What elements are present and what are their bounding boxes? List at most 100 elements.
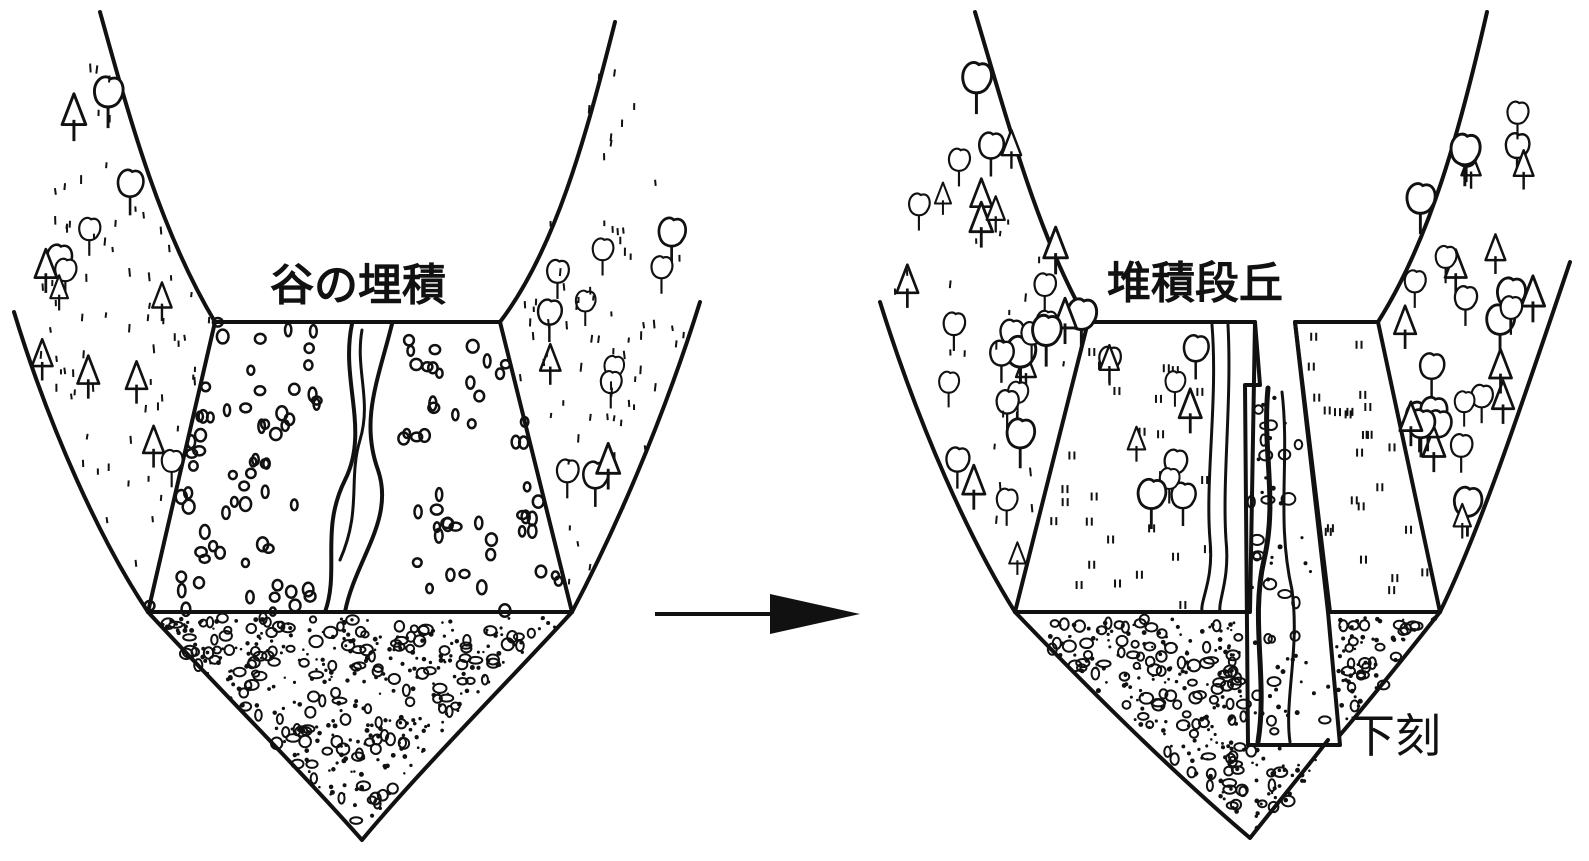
- sand-dot: [330, 790, 335, 795]
- grass-mark: [599, 74, 600, 79]
- pebble-icon: [255, 386, 265, 395]
- grass-mark: [547, 351, 548, 357]
- sand-dot: [1229, 787, 1233, 791]
- sand-dot: [1350, 689, 1355, 694]
- sand-dot: [330, 676, 332, 678]
- tree-icon: [62, 94, 86, 141]
- sand-dot: [1238, 689, 1242, 693]
- sand-dot: [441, 721, 444, 724]
- sand-dot: [1363, 616, 1367, 620]
- sand-dot: [1391, 635, 1396, 640]
- sand-dot: [228, 670, 231, 673]
- grass-mark: [64, 183, 65, 190]
- sand-dot: [1193, 739, 1197, 743]
- sand-dot: [206, 651, 210, 655]
- pebble-icon: [389, 674, 400, 684]
- tree-icon: [1033, 315, 1062, 366]
- sand-dot: [1208, 626, 1211, 629]
- sand-dot: [1255, 748, 1260, 753]
- sand-dot: [1068, 635, 1071, 638]
- sand-dot: [198, 621, 202, 625]
- pebble-icon: [528, 629, 535, 638]
- pebble-icon: [1134, 663, 1140, 669]
- sand-dot: [1130, 696, 1133, 699]
- sand-dot: [189, 628, 194, 633]
- sand-dot: [429, 661, 432, 664]
- sand-dot: [1239, 695, 1242, 698]
- grass-mark: [672, 326, 673, 331]
- pebble-icon: [404, 335, 414, 345]
- grass-mark: [1137, 571, 1142, 579]
- sand-dot: [322, 631, 324, 633]
- sand-dot: [343, 783, 347, 787]
- sand-dot: [1255, 826, 1260, 831]
- grass-mark: [1180, 601, 1185, 609]
- pebble-icon: [240, 403, 251, 412]
- sand-dot: [376, 758, 379, 761]
- sand-dot: [447, 692, 450, 695]
- pebble-icon: [440, 646, 450, 655]
- sand-dot: [1253, 640, 1258, 645]
- sand-dot: [308, 770, 311, 773]
- sand-dot: [1300, 536, 1303, 539]
- sand-dot: [449, 654, 452, 657]
- sand-dot: [476, 690, 479, 693]
- pebble-icon: [1145, 623, 1157, 631]
- sand-dot: [1282, 764, 1285, 767]
- sand-dot: [1230, 747, 1234, 751]
- pebble-icon: [1188, 680, 1197, 686]
- grass-mark: [593, 295, 594, 300]
- sand-dot: [1297, 764, 1300, 767]
- pebble-icon: [231, 497, 238, 507]
- sand-dot: [470, 665, 475, 670]
- sand-dot: [1216, 703, 1220, 707]
- pebble-icon: [452, 409, 458, 420]
- grass-mark: [161, 227, 162, 235]
- sand-dot: [1284, 422, 1287, 425]
- sand-dot: [1274, 688, 1278, 692]
- right-terrace-block: [1295, 322, 1440, 612]
- sand-dot: [1338, 618, 1343, 623]
- grass-mark: [577, 541, 578, 546]
- sand-dot: [328, 769, 331, 772]
- sand-dot: [340, 709, 343, 712]
- sand-dot: [1344, 678, 1348, 682]
- sand-dot: [508, 617, 511, 620]
- sand-dot: [289, 633, 293, 637]
- sand-dot: [304, 748, 309, 753]
- sand-dot: [1167, 678, 1170, 681]
- pebble-icon: [406, 697, 415, 706]
- sand-dot: [1260, 711, 1265, 716]
- sand-dot: [272, 685, 276, 689]
- pebble-icon: [211, 635, 217, 645]
- tree-icon: [1002, 130, 1021, 169]
- tree-icon: [1455, 286, 1477, 326]
- sand-dot: [353, 703, 358, 708]
- sand-dot: [359, 772, 364, 777]
- sand-dot: [237, 686, 242, 691]
- sand-dot: [1218, 637, 1223, 642]
- sand-dot: [331, 635, 335, 639]
- sand-dot: [1350, 634, 1354, 638]
- grass-mark: [520, 374, 521, 381]
- sand-dot: [356, 740, 360, 744]
- incision-label: 下刻: [1349, 709, 1441, 763]
- grass-mark: [683, 332, 684, 338]
- sand-dot: [179, 617, 183, 621]
- sand-dot: [378, 801, 381, 804]
- tree-icon: [1035, 273, 1056, 311]
- sand-dot: [1163, 733, 1166, 736]
- tree-icon: [1405, 270, 1426, 308]
- pebble-icon: [222, 506, 229, 518]
- pebble-icon: [1097, 660, 1110, 667]
- sand-dot: [1295, 768, 1300, 773]
- sand-dot: [1278, 784, 1282, 788]
- tree-icon: [990, 341, 1013, 383]
- sand-dot: [1134, 718, 1137, 721]
- sand-dot: [421, 750, 424, 753]
- grass-mark: [169, 245, 170, 252]
- pebble-icon: [536, 566, 546, 578]
- sand-dot: [1222, 791, 1225, 794]
- sand-dot: [486, 644, 490, 648]
- sand-dot: [1227, 718, 1231, 722]
